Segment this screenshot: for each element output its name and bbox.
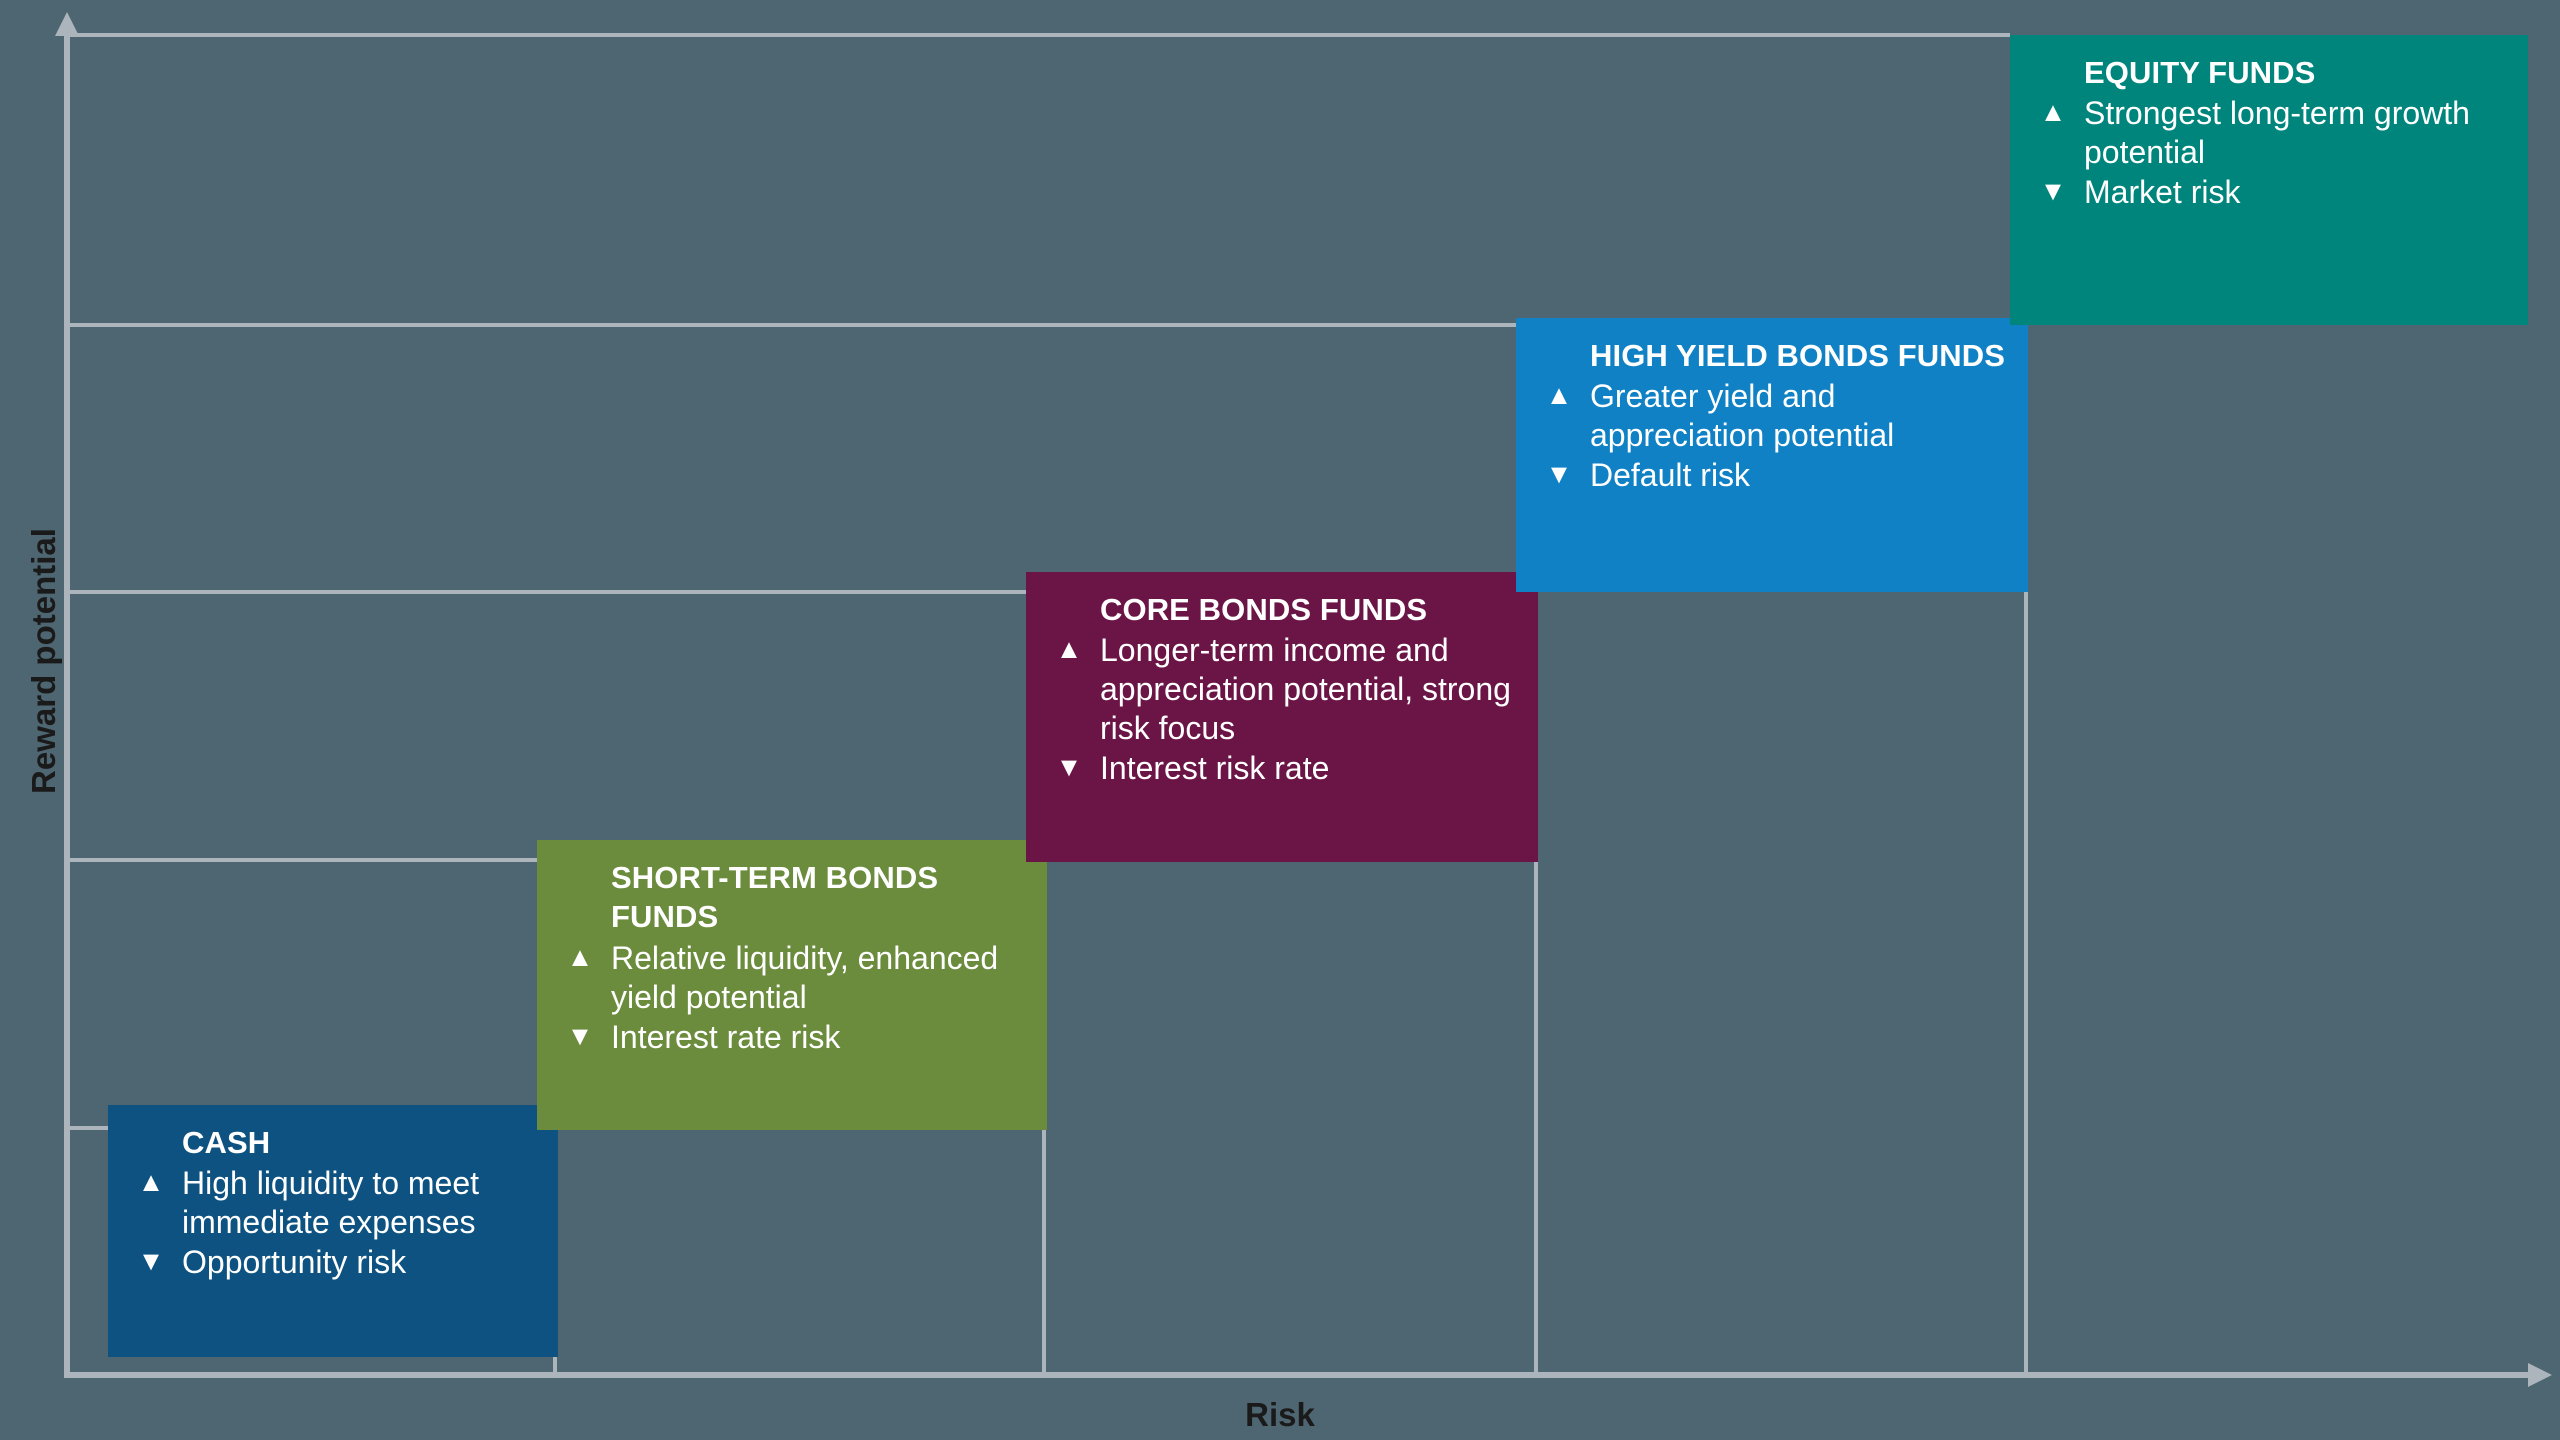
y-axis-title: Reward potential [25, 528, 62, 794]
category-box-high-yield-bonds-funds[interactable]: HIGH YIELD BONDS FUNDS ▲ Greater yield a… [1516, 318, 2028, 592]
triangle-down-icon: ▼ [1545, 459, 1573, 490]
gridline-horizontal-1 [68, 1126, 108, 1130]
triangle-up-icon: ▲ [1545, 380, 1573, 411]
category-title: EQUITY FUNDS [2084, 55, 2316, 90]
bullet-upside-text: High liquidity to meet immediate expense… [182, 1165, 480, 1241]
triangle-down-icon: ▼ [1055, 752, 1083, 783]
bullet-downside-text: Default risk [1590, 457, 1751, 494]
y-axis-arrow-icon [55, 12, 79, 36]
bullet-upside-text: Greater yield and appreciation potential [1590, 378, 1895, 454]
bullet-downside-text: Market risk [2084, 174, 2241, 211]
gridline-horizontal-4 [68, 323, 1516, 327]
x-axis-line [64, 1372, 2544, 1378]
category-box-cash[interactable]: CASH ▲ High liquidity to meet immediate … [108, 1105, 558, 1357]
bullet-upside-text: Relative liquidity, enhanced yield poten… [611, 939, 999, 1015]
bullet-downside-text: Opportunity risk [182, 1244, 407, 1281]
category-bullets: ▲ Greater yield and appreciation potenti… [1538, 377, 2006, 495]
bullet-upside-text: Longer-term income and appreciation pote… [1100, 632, 1511, 747]
category-bullets: ▲ Relative liquidity, enhanced yield pot… [559, 939, 1025, 1057]
category-title: SHORT-TERM BONDS FUNDS [611, 860, 939, 935]
category-bullets: ▲ Longer-term income and appreciation po… [1048, 631, 1516, 788]
category-bullets: ▲ Strongest long-term growth potential ▼… [2032, 94, 2506, 212]
triangle-down-icon: ▼ [2039, 176, 2067, 207]
gridline-vertical-4 [2024, 323, 2028, 1376]
bullet-upside-text: Strongest long-term growth potential [2084, 95, 2470, 171]
triangle-up-icon: ▲ [566, 941, 594, 972]
bullet-upside: ▲ Strongest long-term growth potential [2032, 94, 2506, 172]
category-box-short-term-bonds-funds[interactable]: SHORT-TERM BONDS FUNDS ▲ Relative liquid… [537, 840, 1047, 1130]
x-axis-title: Risk [1245, 1396, 1315, 1433]
y-axis-line [64, 30, 70, 1378]
x-axis-arrow-icon [2528, 1363, 2552, 1387]
bullet-downside: ▼ Interest rate risk [559, 1018, 1025, 1057]
bullet-downside-text: Interest risk rate [1100, 750, 1330, 787]
triangle-up-icon: ▲ [1055, 634, 1083, 665]
bullet-downside-text: Interest rate risk [611, 1018, 841, 1055]
bullet-downside: ▼ Interest risk rate [1048, 749, 1516, 788]
bullet-upside: ▲ Greater yield and appreciation potenti… [1538, 377, 2006, 455]
gridline-horizontal-5 [68, 33, 2010, 37]
category-title: CASH [182, 1125, 271, 1160]
gridline-vertical-3 [1534, 590, 1538, 1376]
category-bullets: ▲ High liquidity to meet immediate expen… [130, 1164, 536, 1282]
category-box-core-bonds-funds[interactable]: CORE BONDS FUNDS ▲ Longer-term income an… [1026, 572, 1538, 862]
bullet-upside: ▲ Relative liquidity, enhanced yield pot… [559, 939, 1025, 1017]
gridline-horizontal-2 [68, 858, 537, 862]
category-title: HIGH YIELD BONDS FUNDS [1590, 338, 2005, 373]
bullet-upside: ▲ Longer-term income and appreciation po… [1048, 631, 1516, 748]
triangle-down-icon: ▼ [566, 1020, 594, 1051]
category-title: CORE BONDS FUNDS [1100, 592, 1428, 627]
bullet-upside: ▲ High liquidity to meet immediate expen… [130, 1164, 536, 1242]
bullet-downside: ▼ Market risk [2032, 173, 2506, 212]
triangle-up-icon: ▲ [2039, 97, 2067, 128]
gridline-horizontal-3 [68, 590, 1026, 594]
triangle-down-icon: ▼ [137, 1246, 165, 1277]
bullet-downside: ▼ Opportunity risk [130, 1243, 536, 1282]
triangle-up-icon: ▲ [137, 1167, 165, 1198]
bullet-downside: ▼ Default risk [1538, 456, 2006, 495]
category-box-equity-funds[interactable]: EQUITY FUNDS ▲ Strongest long-term growt… [2010, 35, 2528, 325]
